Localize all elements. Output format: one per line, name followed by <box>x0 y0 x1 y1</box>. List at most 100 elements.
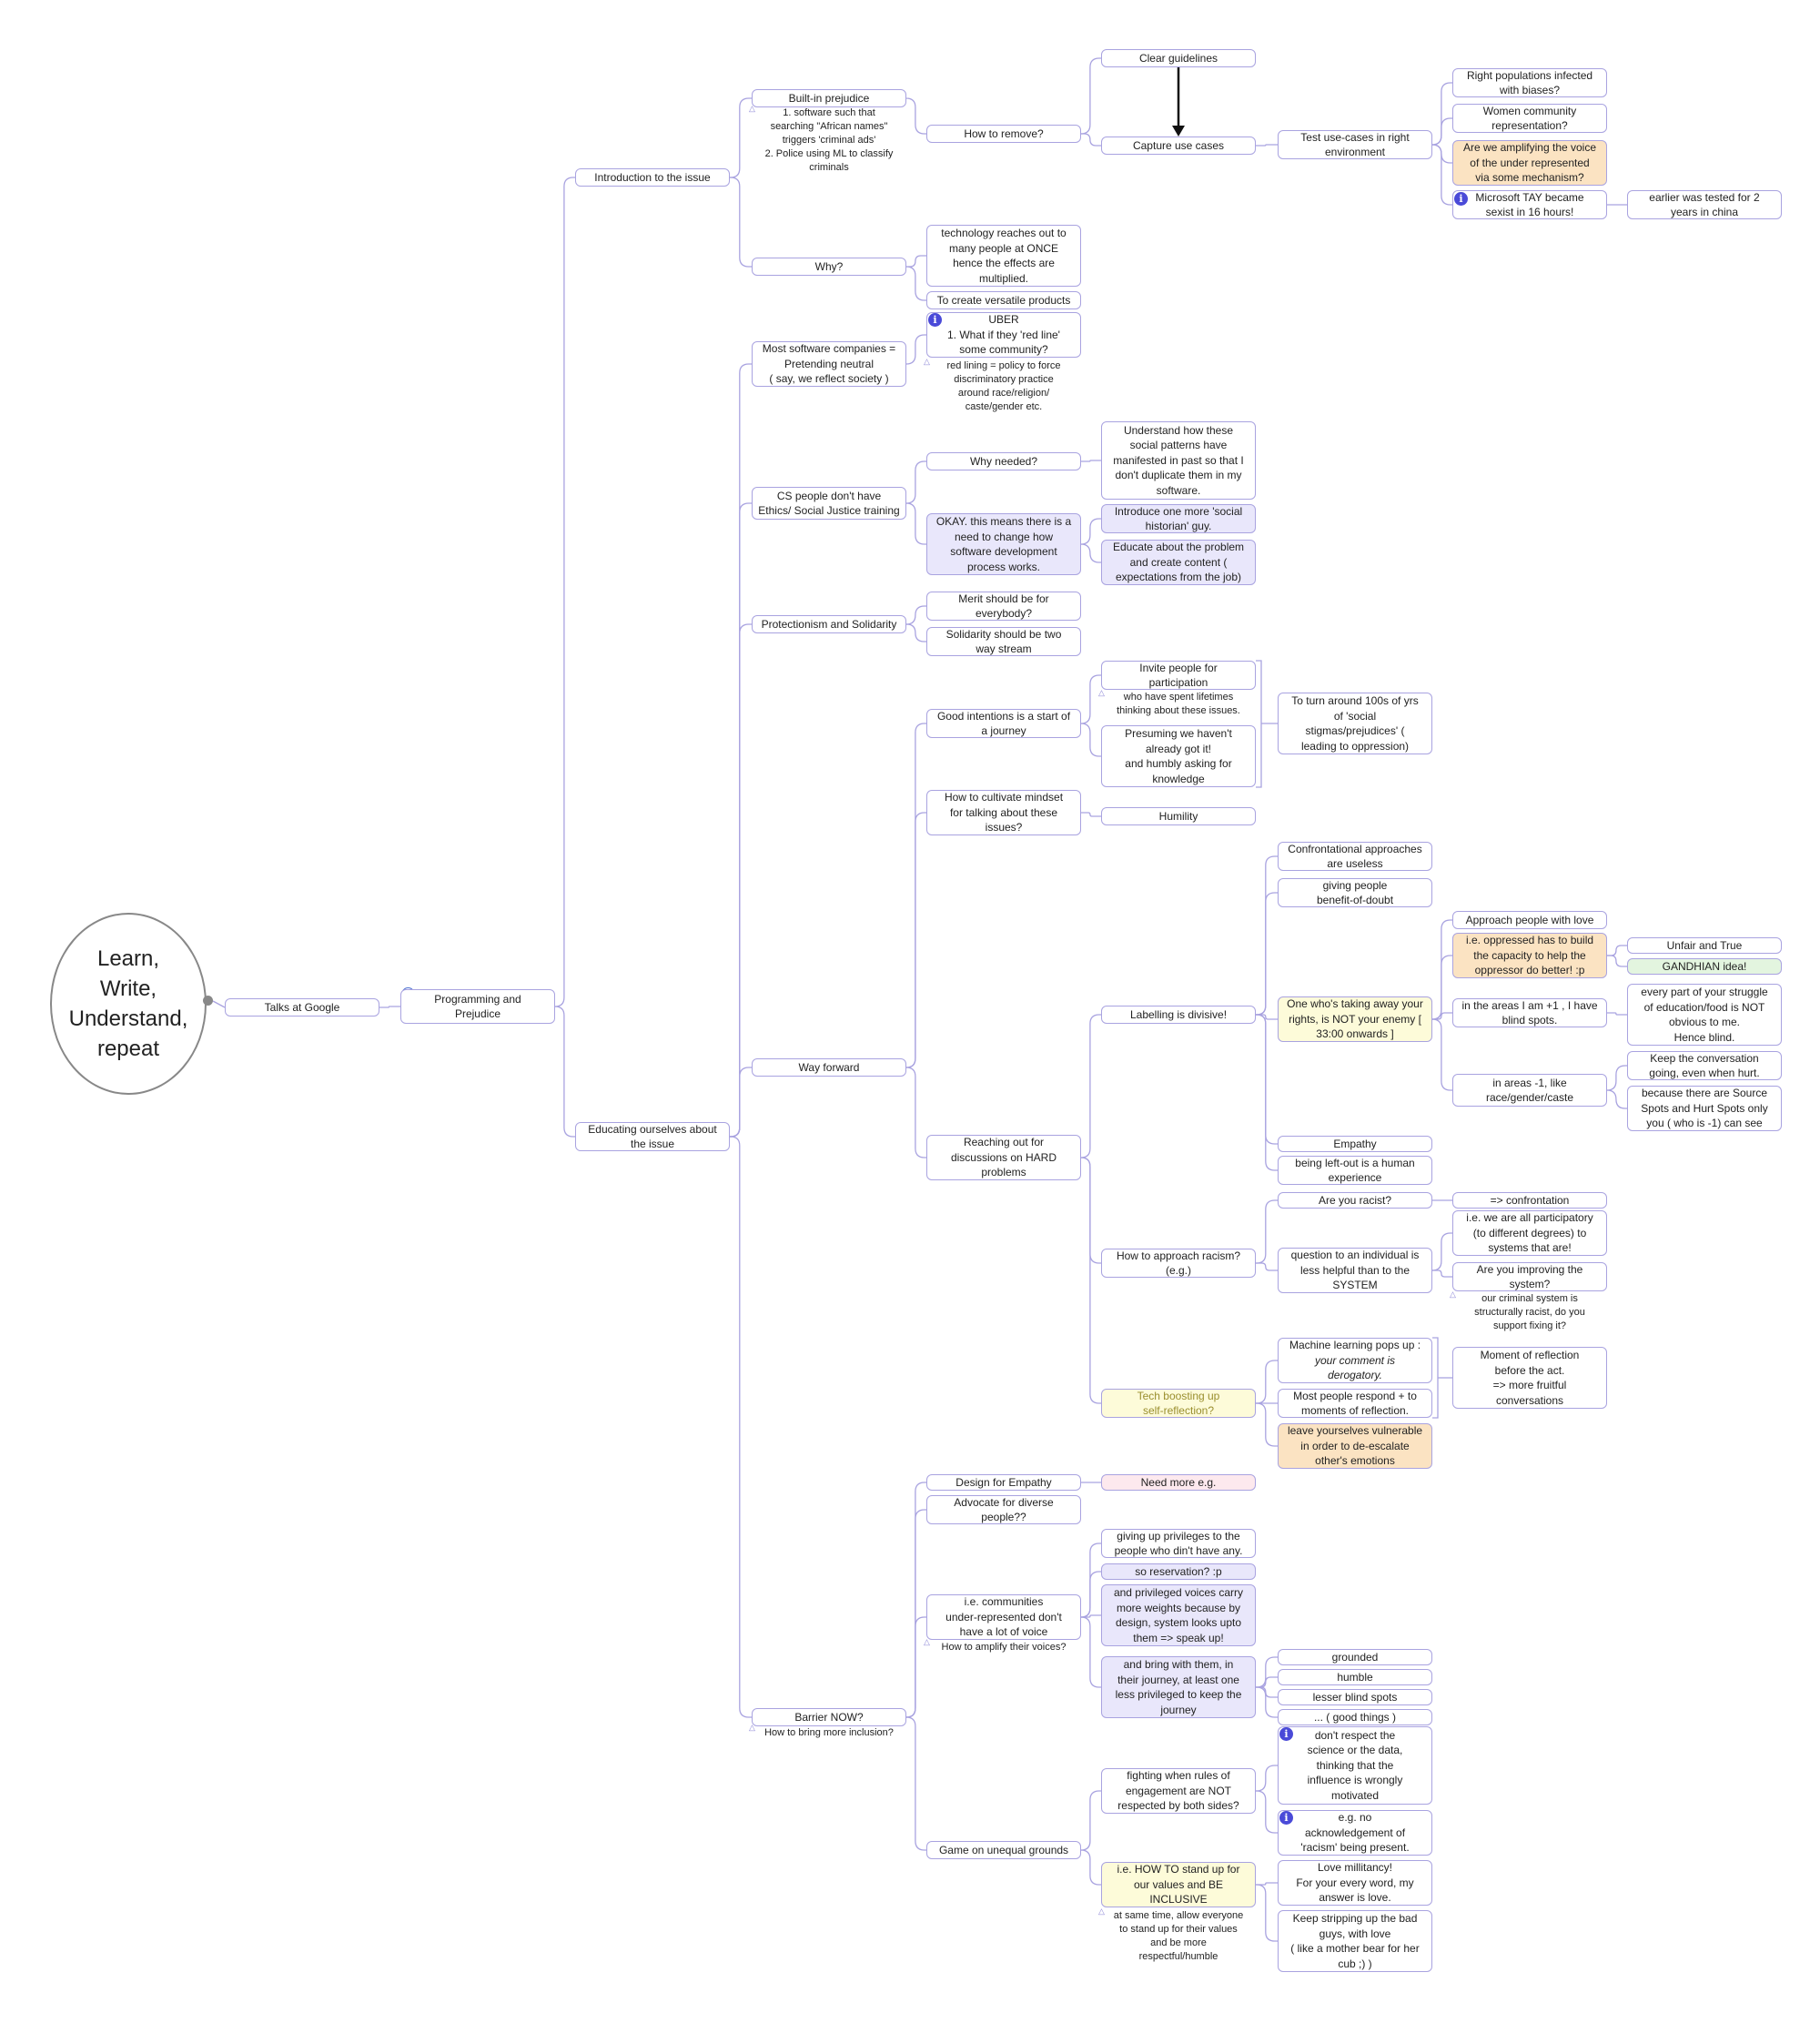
node-question-individual[interactable]: question to an individual is less helpfu… <box>1278 1248 1432 1293</box>
node-how-to-remove[interactable]: How to remove? <box>926 125 1081 143</box>
node-need-more-eg[interactable]: Need more e.g. <box>1101 1474 1256 1491</box>
node-built-in-prejudice[interactable]: Built-in prejudice <box>752 89 906 107</box>
node-introduction[interactable]: Introduction to the issue <box>575 168 730 187</box>
node-okay-change-process[interactable]: OKAY. this means there is a need to chan… <box>926 513 1081 575</box>
node-tech-self-reflection[interactable]: Tech boosting up self-reflection? <box>1101 1389 1256 1418</box>
node-oppressed-capacity[interactable]: i.e. oppressed has to build the capacity… <box>1452 933 1607 978</box>
node-approach-with-love[interactable]: Approach people with love <box>1452 911 1607 929</box>
node-tested-china[interactable]: earlier was tested for 2 years in china <box>1627 190 1782 219</box>
node-giving-up-privileges[interactable]: giving up privileges to the people who d… <box>1101 1529 1256 1558</box>
node-minus-one-areas[interactable]: in areas -1, like race/gender/caste <box>1452 1074 1607 1107</box>
node-presuming[interactable]: Presuming we haven't already got it! and… <box>1101 725 1256 787</box>
node-way-forward[interactable]: Way forward <box>752 1058 906 1077</box>
node-advocate-diverse[interactable]: Advocate for diverse people?? <box>926 1495 1081 1524</box>
connector-approachracism-question <box>1256 1262 1278 1271</box>
node-source-hurt-spots[interactable]: because there are Source Spots and Hurt … <box>1627 1086 1782 1131</box>
node-talks-at-google[interactable]: Talks at Google <box>225 998 379 1017</box>
node-moment-of-reflection[interactable]: Moment of reflection before the act. => … <box>1452 1347 1607 1409</box>
node-all-participatory[interactable]: i.e. we are all participatory (to differ… <box>1452 1210 1607 1256</box>
node-lesser-blind-spots[interactable]: lesser blind spots <box>1278 1689 1432 1705</box>
node-how-to-stand-up[interactable]: i.e. HOW TO stand up for our values and … <box>1101 1862 1256 1907</box>
node-uber[interactable]: UBER 1. What if they 'red line' some com… <box>926 312 1081 358</box>
node-capture-use-cases[interactable]: Capture use cases <box>1101 137 1256 155</box>
node-keep-conversation[interactable]: Keep the conversation going, even when h… <box>1627 1051 1782 1080</box>
note-marker-icon[interactable]: △ <box>1098 1907 1105 1916</box>
node-bring-with-them[interactable]: and bring with them, in their journey, a… <box>1101 1656 1256 1718</box>
node-why[interactable]: Why? <box>752 258 906 276</box>
note-marker-icon[interactable]: △ <box>924 357 930 366</box>
note-marker-icon[interactable]: △ <box>749 104 755 113</box>
info-icon[interactable]: i <box>1279 1811 1293 1825</box>
node-game-on-unequal[interactable]: Game on unequal grounds <box>926 1841 1081 1859</box>
node-women-community[interactable]: Women community representation? <box>1452 104 1607 133</box>
node-invite-people[interactable]: Invite people for participation <box>1101 661 1256 690</box>
node-protectionism-solidarity[interactable]: Protectionism and Solidarity <box>752 615 906 633</box>
node-labelling-divisive[interactable]: Labelling is divisive! <box>1101 1006 1256 1024</box>
node-educate-problem[interactable]: Educate about the problem and create con… <box>1101 540 1256 585</box>
node-programming-and-prejudice[interactable]: Programming and Prejudice <box>400 989 555 1024</box>
node-reaching-out[interactable]: Reaching out for discussions on HARD pro… <box>926 1135 1081 1180</box>
node-benefit-of-doubt[interactable]: giving people benefit-of-doubt <box>1278 878 1432 907</box>
note-marker-icon[interactable]: △ <box>749 1723 755 1732</box>
node-machine-learning[interactable]: Machine learning pops up : your comment … <box>1278 1338 1432 1383</box>
node-keep-stripping[interactable]: Keep stripping up the bad guys, with lov… <box>1278 1910 1432 1972</box>
node-test-use-cases[interactable]: Test use-cases in right environment <box>1278 130 1432 159</box>
node-versatile-products[interactable]: To create versatile products <box>926 291 1081 309</box>
node-microsoft-tay[interactable]: Microsoft TAY became sexist in 16 hours! <box>1452 190 1607 219</box>
node-plus-one-areas[interactable]: in the areas I am +1 , I have blind spot… <box>1452 998 1607 1027</box>
node-improving-system[interactable]: Are you improving the system? <box>1452 1262 1607 1291</box>
node-amplifying-voice[interactable]: Are we amplifying the voice of the under… <box>1452 140 1607 186</box>
node-unfair-true[interactable]: Unfair and True <box>1627 937 1782 954</box>
node-communities-under-represented[interactable]: i.e. communities under-represented don't… <box>926 1594 1081 1640</box>
node-most-people-respond[interactable]: Most people respond + to moments of refl… <box>1278 1389 1432 1418</box>
node-understand-social-patterns[interactable]: Understand how these social patterns hav… <box>1101 421 1256 500</box>
node-barrier-now[interactable]: Barrier NOW? <box>752 1708 906 1726</box>
node-confrontational[interactable]: Confrontational approaches are useless <box>1278 842 1432 871</box>
node-confrontation[interactable]: => confrontation <box>1452 1192 1607 1209</box>
node-good-things[interactable]: ... ( good things ) <box>1278 1709 1432 1725</box>
node-every-part-struggle[interactable]: every part of your struggle of education… <box>1627 984 1782 1046</box>
node-leave-vulnerable[interactable]: leave yourselves vulnerable in order to … <box>1278 1423 1432 1469</box>
node-humble[interactable]: humble <box>1278 1669 1432 1685</box>
note-marker-icon[interactable]: △ <box>924 1637 930 1646</box>
node-why-needed[interactable]: Why needed? <box>926 452 1081 470</box>
connector-okay-educateprob <box>1080 543 1101 563</box>
node-no-acknowledgement[interactable]: e.g. no acknowledgement of 'racism' bein… <box>1278 1810 1432 1856</box>
node-not-your-enemy[interactable]: One who's taking away your rights, is NO… <box>1278 996 1432 1042</box>
note-marker-icon[interactable]: △ <box>1450 1290 1456 1299</box>
node-gandhian-idea[interactable]: GANDHIAN idea! <box>1627 958 1782 975</box>
info-icon[interactable]: i <box>1279 1727 1293 1741</box>
node-empathy[interactable]: Empathy <box>1278 1136 1432 1152</box>
node-approach-racism[interactable]: How to approach racism? (e.g.) <box>1101 1249 1256 1278</box>
connector-why-techreach <box>906 255 926 268</box>
node-fighting-rules[interactable]: fighting when rules of engagement are NO… <box>1101 1768 1256 1814</box>
node-left-out[interactable]: being left-out is a human experience <box>1278 1156 1432 1185</box>
central-topic[interactable]: Learn, Write, Understand, repeat <box>50 913 207 1095</box>
node-turn-around[interactable]: To turn around 100s of yrs of 'social st… <box>1278 693 1432 754</box>
connector-bringwith-humble <box>1256 1676 1278 1688</box>
node-clear-guidelines[interactable]: Clear guidelines <box>1101 49 1256 67</box>
node-solidarity-two-way[interactable]: Solidarity should be two way stream <box>926 627 1081 656</box>
node-pretending-neutral[interactable]: Most software companies = Pretending neu… <box>752 341 906 387</box>
node-are-you-racist[interactable]: Are you racist? <box>1278 1192 1432 1209</box>
node-good-intentions[interactable]: Good intentions is a start of a journey <box>926 709 1081 738</box>
node-humility[interactable]: Humility <box>1101 807 1256 825</box>
info-icon[interactable]: i <box>928 313 942 327</box>
info-icon[interactable]: i <box>1454 192 1468 206</box>
node-technology-reaches[interactable]: technology reaches out to many people at… <box>926 225 1081 287</box>
node-right-populations[interactable]: Right populations infected with biases? <box>1452 68 1607 97</box>
note-marker-icon[interactable]: △ <box>1098 688 1105 697</box>
node-love-militancy[interactable]: Love millitancy! For your every word, my… <box>1278 1860 1432 1906</box>
node-cs-people-ethics[interactable]: CS people don't have Ethics/ Social Just… <box>752 487 906 520</box>
collapse-handle[interactable] <box>203 996 213 1006</box>
node-design-for-empathy[interactable]: Design for Empathy <box>926 1474 1081 1491</box>
node-educating-ourselves[interactable]: Educating ourselves about the issue <box>575 1122 730 1151</box>
node-social-historian[interactable]: Introduce one more 'social historian' gu… <box>1101 504 1256 533</box>
node-privileged-voices[interactable]: and privileged voices carry more weights… <box>1101 1584 1256 1646</box>
node-dont-respect-science[interactable]: don't respect the science or the data, t… <box>1278 1726 1432 1805</box>
node-merit[interactable]: Merit should be for everybody? <box>926 592 1081 621</box>
node-reservation[interactable]: so reservation? :p <box>1101 1563 1256 1580</box>
node-grounded[interactable]: grounded <box>1278 1649 1432 1665</box>
connector-protection-merit <box>905 605 926 625</box>
node-cultivate-mindset[interactable]: How to cultivate mindset for talking abo… <box>926 790 1081 835</box>
